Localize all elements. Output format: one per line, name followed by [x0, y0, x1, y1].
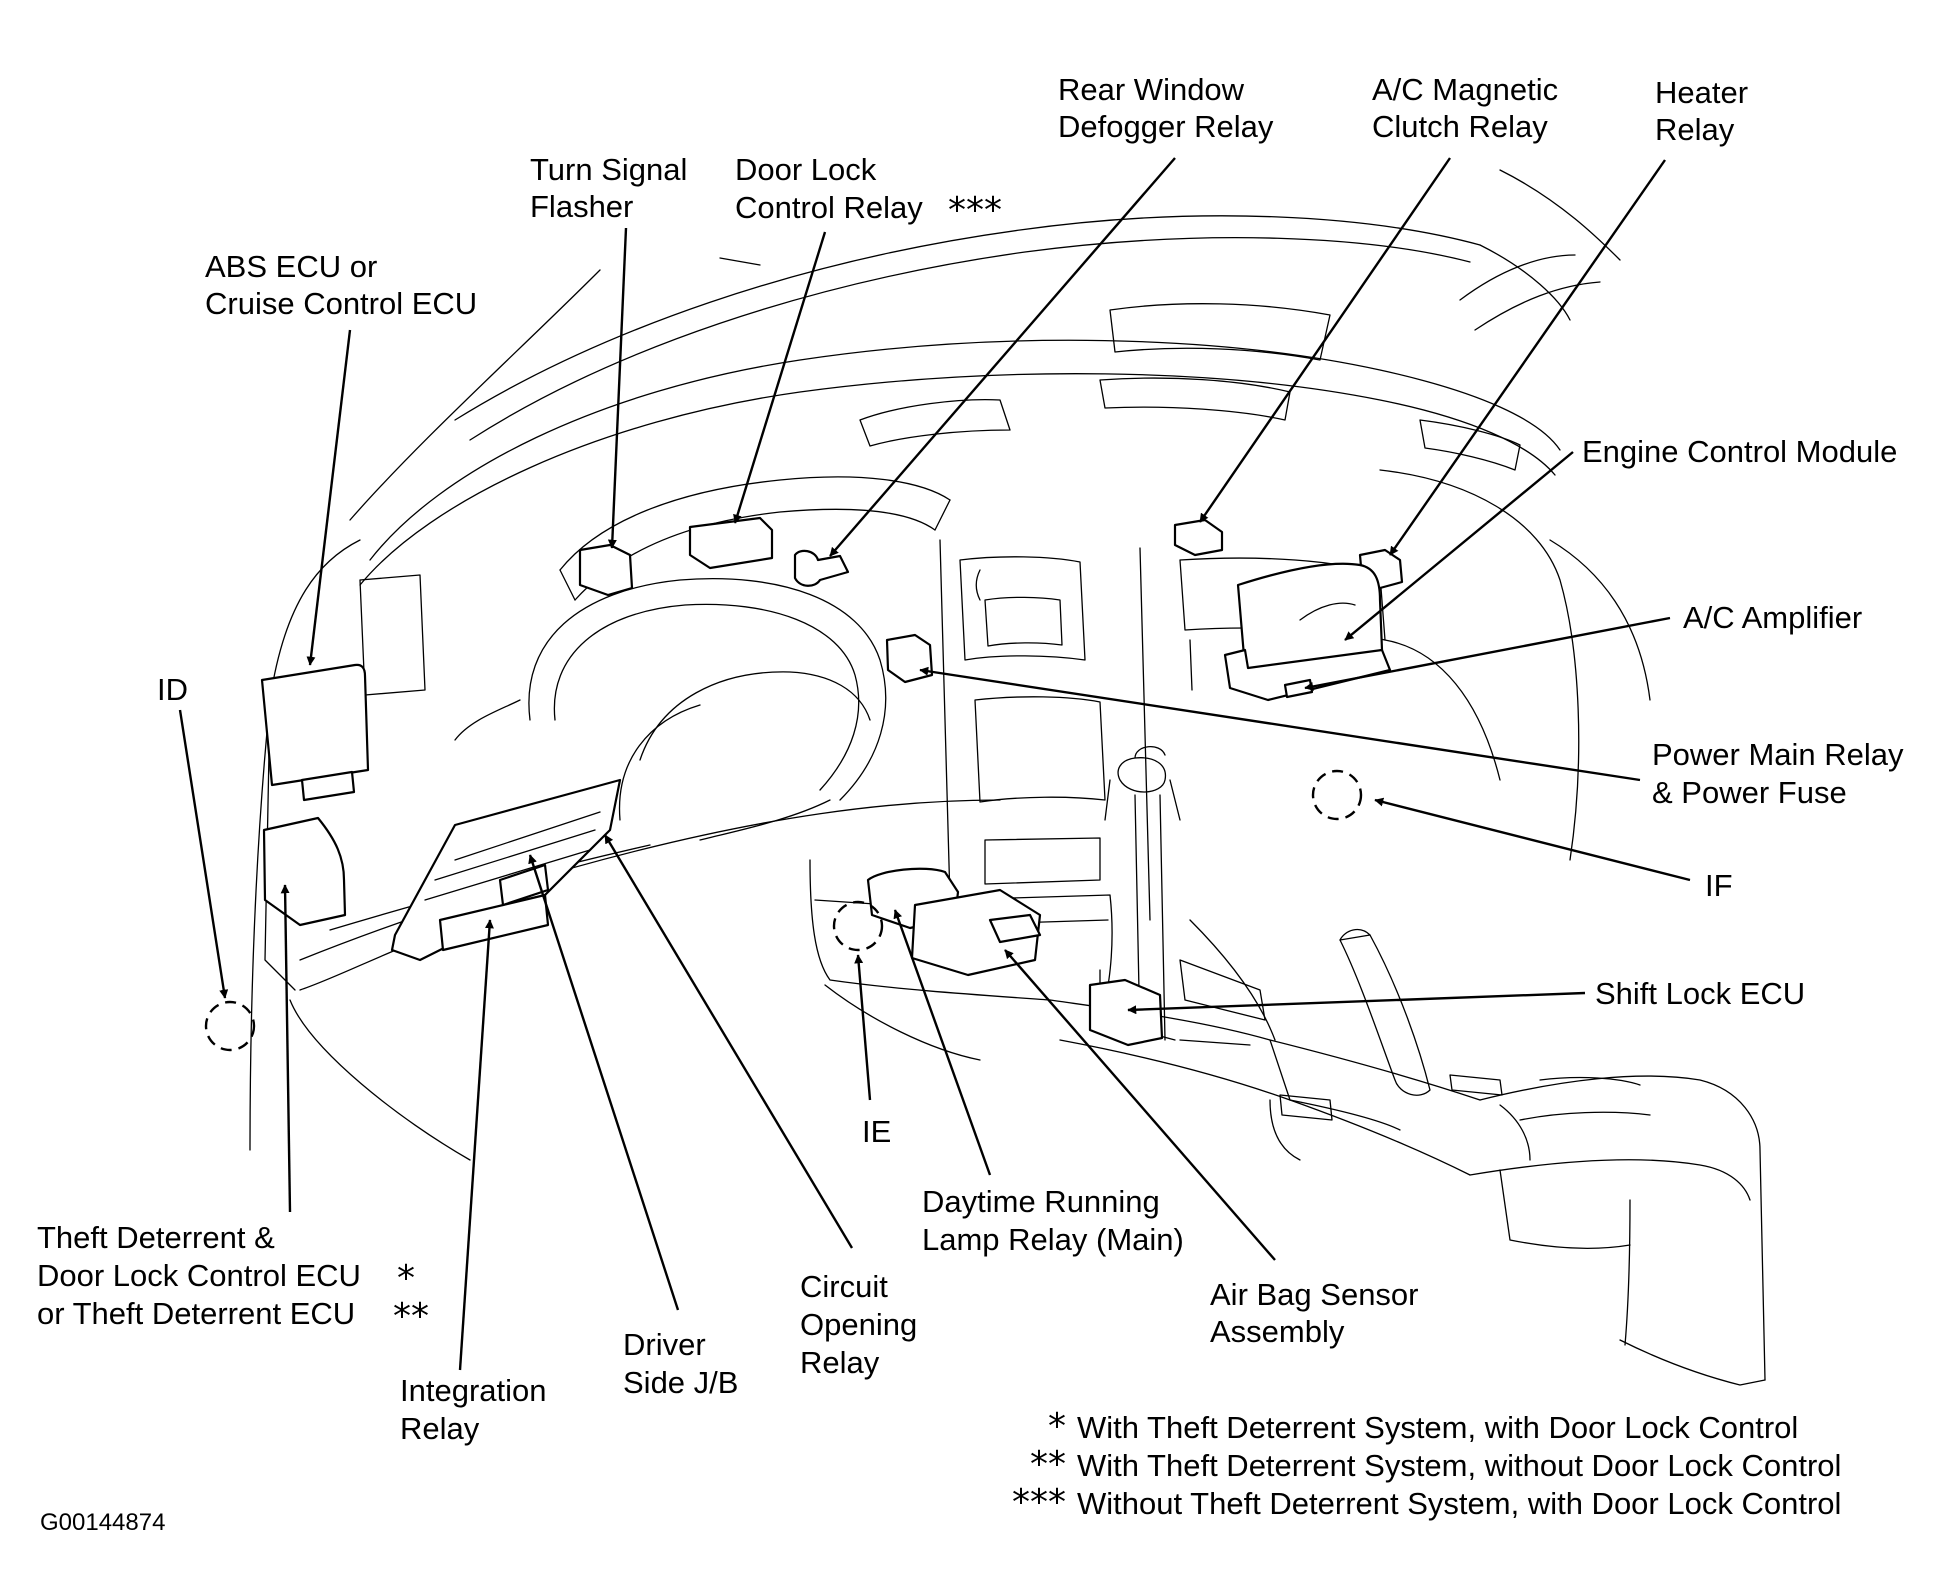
- leader-ecm: [1344, 451, 1574, 641]
- id-connector-circle: [204, 1000, 256, 1052]
- shift-lock-ecu-shape: [1088, 978, 1164, 1047]
- components: [204, 516, 1404, 1052]
- dashboard-illustration: [249, 169, 1766, 1386]
- label-id-connector: ID: [157, 672, 188, 707]
- label-air-bag-sensor-assembly: Air Bag Sensor Assembly: [1210, 1277, 1427, 1349]
- label-heater-relay: Heater Relay: [1655, 75, 1757, 147]
- if-connector-circle: [1311, 769, 1363, 821]
- ac-clutch-relay-shape: [1173, 518, 1224, 557]
- leader-ac-amplifier: [1304, 616, 1671, 691]
- label-engine-control-module: Engine Control Module: [1582, 434, 1897, 469]
- leader-defogger: [829, 157, 1176, 557]
- leader-door-lock-relay: [733, 231, 827, 524]
- label-if-connector: IF: [1705, 868, 1733, 903]
- footnote-text-3: Without Theft Deterrent System, with Doo…: [1077, 1486, 1841, 1521]
- label-door-lock-control-relay: Door Lock Control Relay: [735, 152, 923, 225]
- marker-theft-two: **: [393, 1296, 429, 1337]
- leader-heater: [1389, 159, 1666, 556]
- turn-signal-flasher-shape: [578, 543, 634, 597]
- ac-amplifier-bracket: [1223, 648, 1392, 702]
- defogger-relay-shape: [793, 549, 850, 587]
- footnotes: * With Theft Deterrent System, with Door…: [1012, 1406, 1841, 1523]
- leader-abs-ecu: [306, 329, 352, 666]
- label-integration-relay: Integration Relay: [400, 1373, 555, 1446]
- abs-ecu-shape: [260, 663, 370, 787]
- label-turn-signal-flasher: Turn Signal Flasher: [530, 152, 696, 224]
- label-shift-lock-ecu: Shift Lock ECU: [1595, 976, 1805, 1011]
- leader-theft-deterrent: [280, 884, 292, 1213]
- leader-id: [178, 709, 229, 999]
- leader-ac-clutch: [1199, 157, 1451, 523]
- footnote-text-1: With Theft Deterrent System, with Door L…: [1077, 1410, 1798, 1445]
- label-driver-side-jb: Driver Side J/B: [623, 1327, 738, 1400]
- leader-circuit-opening: [603, 834, 854, 1249]
- footnote-marker-2: **: [1030, 1444, 1066, 1485]
- leader-driver-jb: [528, 854, 680, 1311]
- label-daytime-running-lamp-relay: Daytime Running Lamp Relay (Main): [922, 1184, 1184, 1257]
- marker-door-lock-relay: ***: [948, 190, 1002, 231]
- ie-connector-circle: [832, 900, 884, 952]
- marker-theft-one: *: [397, 1258, 415, 1299]
- leader-power-main: [919, 666, 1641, 782]
- figure-code: G00144874: [40, 1509, 165, 1536]
- door-lock-relay-shape: [688, 516, 774, 570]
- leader-if: [1374, 797, 1691, 882]
- theft-deterrent-ecu-shape: [262, 816, 347, 927]
- label-circuit-opening-relay: Circuit Opening Relay: [800, 1269, 926, 1380]
- leader-integration: [458, 919, 494, 1371]
- label-theft-deterrent-ecu: Theft Deterrent & Door Lock Control ECU …: [37, 1220, 370, 1331]
- footnote-text-2: With Theft Deterrent System, without Doo…: [1077, 1448, 1841, 1483]
- power-main-relay-shape: [885, 633, 934, 684]
- leader-lines: [178, 157, 1691, 1371]
- label-ac-magnetic-clutch-relay: A/C Magnetic Clutch Relay: [1372, 72, 1567, 144]
- label-abs-ecu: ABS ECU or Cruise Control ECU: [205, 249, 477, 321]
- label-ie-connector: IE: [862, 1114, 891, 1149]
- callout-labels: Turn Signal Flasher Door Lock Control Re…: [37, 72, 1912, 1446]
- leader-airbag: [1004, 949, 1276, 1261]
- leader-ie: [854, 954, 872, 1101]
- label-power-main-relay: Power Main Relay & Power Fuse: [1652, 737, 1912, 810]
- label-ac-amplifier: A/C Amplifier: [1683, 600, 1862, 635]
- label-rear-window-defogger-relay: Rear Window Defogger Relay: [1058, 72, 1274, 144]
- leader-daytime-lamp: [893, 909, 992, 1176]
- leader-turn-signal: [607, 227, 628, 549]
- leader-shift-lock: [1127, 991, 1586, 1015]
- footnote-marker-1: *: [1048, 1406, 1066, 1447]
- footnote-marker-3: ***: [1012, 1482, 1066, 1523]
